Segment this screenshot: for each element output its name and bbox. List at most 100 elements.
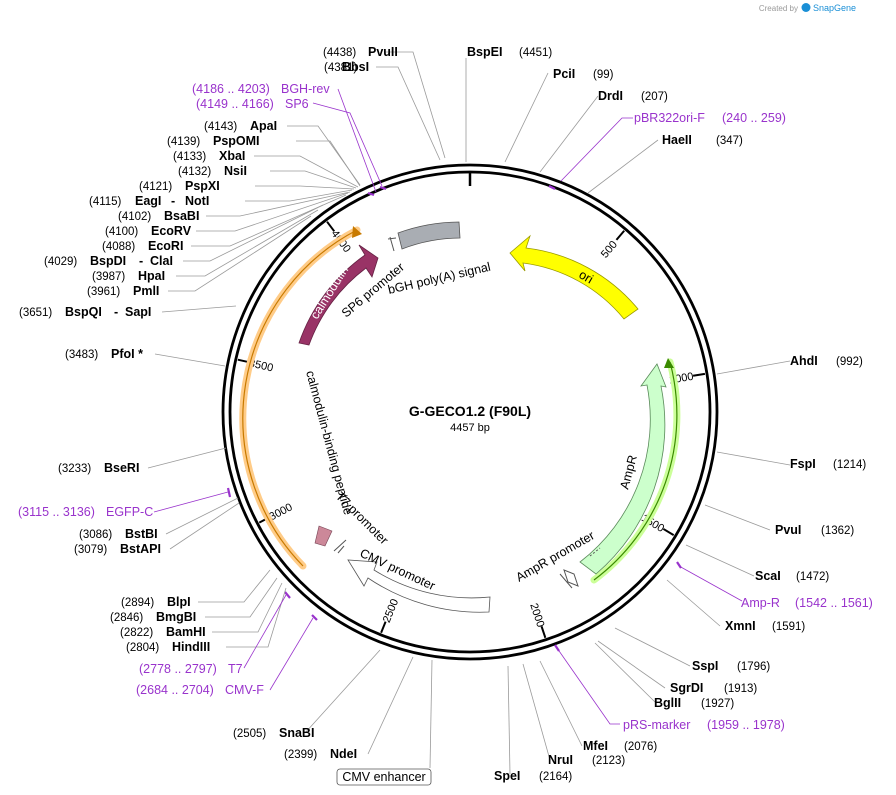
primer-name-t7[interactable]: T7 [228, 662, 243, 676]
site-name-pvuii[interactable]: PvuII [368, 45, 398, 59]
calmodulin-feature-arrow[interactable] [298, 244, 379, 346]
primer-name-cmv-f[interactable]: CMV-F [225, 683, 264, 697]
site-name-haeii[interactable]: HaeII [662, 133, 692, 147]
site-name-eagi[interactable]: EagI [135, 194, 161, 208]
site-name-bstbi[interactable]: BstBI [125, 527, 158, 541]
cbp-label: calmodulin-binding peptide [303, 369, 355, 516]
site-pos: (3233) [58, 463, 91, 475]
site-name-noti[interactable]: NotI [185, 194, 209, 208]
site-pos: (1362) [821, 525, 854, 537]
site-name-bspqi[interactable]: BspQI [65, 305, 102, 319]
plasmid-name: G-GECO1.2 (F90L) [409, 403, 531, 419]
site-pos: (3961) [87, 286, 120, 298]
site-name-scai[interactable]: ScaI [755, 569, 781, 583]
primer-name-amp-r[interactable]: Amp-R [741, 596, 780, 610]
site-name-xmni[interactable]: XmnI [725, 619, 756, 633]
brand-name: SnapGene [813, 3, 856, 13]
primer-range: (1959 .. 1978) [707, 718, 785, 732]
primer-name-pbr322ori-f[interactable]: pBR322ori-F [634, 111, 705, 125]
site-name-spei[interactable]: SpeI [494, 769, 520, 783]
site-name-sspi[interactable]: SspI [692, 659, 718, 673]
gcamp-arrowhead-icon [352, 226, 362, 238]
ruler-tick-label: 2000 [527, 602, 546, 629]
site-name-hpai[interactable]: HpaI [138, 269, 165, 283]
site-pos: (347) [716, 135, 743, 147]
backbone-outer [221, 163, 719, 661]
site-pos: (4102) [118, 211, 151, 223]
ampr-promoter-arrow-icon[interactable] [559, 569, 579, 589]
site-pos: (1927) [701, 698, 734, 710]
site-name-apai[interactable]: ApaI [250, 119, 277, 133]
site-name-pspomi[interactable]: PspOMI [213, 134, 260, 148]
site-name-nrui[interactable]: NruI [548, 753, 573, 767]
site-name-fspi[interactable]: FspI [790, 457, 816, 471]
site-name-sgrdi[interactable]: SgrDI [670, 681, 703, 695]
site-pos: (3483) [65, 349, 98, 361]
primer-range: (2684 .. 2704) [136, 683, 214, 697]
site-name-bspei[interactable]: BspEI [467, 45, 502, 59]
site-name-pcii[interactable]: PciI [553, 67, 575, 81]
site-name-mfei[interactable]: MfeI [583, 739, 608, 753]
snapgene-logo-icon [801, 3, 811, 12]
ruler-tick [326, 221, 336, 232]
site-pos: (4451) [519, 47, 552, 59]
site-pos: (2822) [120, 627, 153, 639]
site-name-ecorv[interactable]: EcoRV [151, 224, 192, 238]
site-name-blpi[interactable]: BlpI [167, 595, 191, 609]
site-name-ahdi[interactable]: AhdI [790, 354, 818, 368]
plasmid-length: 4457 bp [450, 422, 490, 434]
site-name-pfoi[interactable]: PfoI * [111, 347, 143, 361]
site-pos: (4143) [204, 121, 237, 133]
cmv-enhancer-box[interactable] [336, 768, 432, 786]
ori-feature-arrow[interactable] [509, 234, 639, 320]
ampr-track-arrowhead-icon [664, 358, 674, 368]
primer-name-sp6[interactable]: SP6 [285, 97, 309, 111]
primer-mark-bgh-rev [367, 191, 375, 197]
site-name-hindiii[interactable]: HindIII [172, 640, 210, 654]
ampr-feature-arrow[interactable] [579, 363, 667, 575]
site-name-pspxi[interactable]: PspXI [185, 179, 220, 193]
ruler-tick [540, 626, 547, 639]
site-name-drdi[interactable]: DrdI [598, 89, 623, 103]
primer-name-egfp-c[interactable]: EGFP-C [106, 505, 153, 519]
site-name-nsii[interactable]: NsiI [224, 164, 247, 178]
site-name-bmgbi[interactable]: BmgBI [156, 610, 196, 624]
cmv-promoter-feature-arrow[interactable] [347, 559, 491, 613]
site-pos: (3651) [19, 307, 52, 319]
site-name-pmli[interactable]: PmlI [133, 284, 159, 298]
ruler-tick-label: 2500 [381, 597, 401, 624]
site-pos: (2399) [284, 749, 317, 761]
site-name-bspdi[interactable]: BspDI [90, 254, 126, 268]
ampr-track [593, 361, 678, 581]
dash-separator: - [114, 305, 118, 319]
cmv-enhancer-label: CMV enhancer [342, 770, 425, 784]
gcamp-track [242, 229, 358, 567]
site-pos: (4139) [167, 136, 200, 148]
site-name-bsabi[interactable]: BsaBI [164, 209, 199, 223]
primer-name-bgh-rev[interactable]: BGH-rev [281, 82, 330, 96]
site-name-bglii[interactable]: BglII [654, 696, 681, 710]
primer-name-prs-marker[interactable]: pRS-marker [623, 718, 690, 732]
bgh-polya-feature[interactable] [397, 221, 461, 250]
site-name-ndei[interactable]: NdeI [330, 747, 357, 761]
cbp-feature[interactable] [314, 525, 333, 547]
primer-range: (4149 .. 4166) [196, 97, 274, 111]
site-name-xbai[interactable]: XbaI [219, 149, 245, 163]
site-name-pvui[interactable]: PvuI [775, 523, 801, 537]
brand-prefix: Created by [759, 4, 798, 13]
site-name-bamhi[interactable]: BamHI [166, 625, 206, 639]
site-name-snabi[interactable]: SnaBI [279, 726, 314, 740]
site-name-ecori[interactable]: EcoRI [148, 239, 183, 253]
site-name-bseri[interactable]: BseRI [104, 461, 139, 475]
primer-range: (240 .. 259) [722, 111, 786, 125]
site-pos: (2076) [624, 741, 657, 753]
site-name-bbsi[interactable]: BbsI [342, 60, 369, 74]
site-name-sapi[interactable]: SapI [125, 305, 151, 319]
site-pos: (2505) [233, 728, 266, 740]
primer-mark-pbr322ori-f [548, 185, 556, 190]
primer-marks [226, 185, 682, 652]
site-name-clai[interactable]: ClaI [150, 254, 173, 268]
primer-mark-egfp-c [226, 487, 232, 498]
site-name-bstapi[interactable]: BstAPI [120, 542, 161, 556]
ruler-tick-label: 500 [599, 239, 620, 261]
